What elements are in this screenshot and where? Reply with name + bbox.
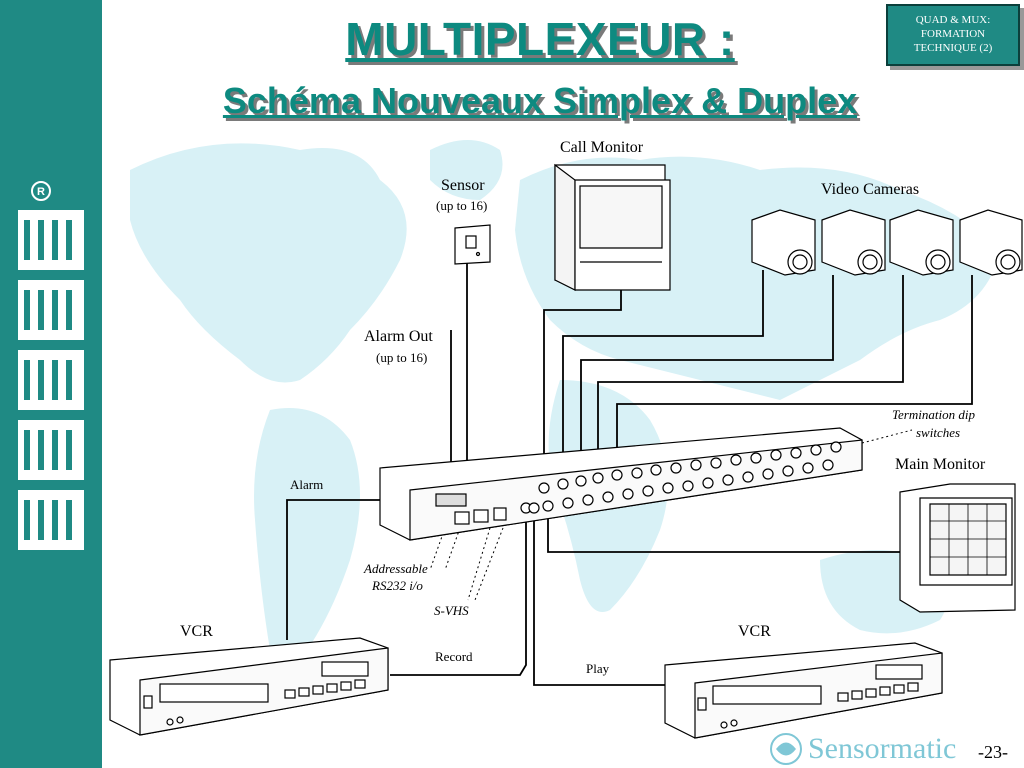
vcr-left-label: VCR — [180, 623, 213, 640]
slide-title: MULTIPLEXEUR : — [345, 13, 735, 65]
call-monitor — [554, 163, 671, 291]
addressable-label-1: Addressable — [364, 561, 428, 576]
sensormatic-logo-icon — [770, 733, 802, 765]
footer-brand: Sensormatic — [808, 732, 957, 765]
termination-label-1: Termination dip — [892, 407, 975, 422]
registered-mark-icon: R — [31, 181, 51, 201]
svg-text:R: R — [37, 186, 45, 198]
badge-line: QUAD & MUX: — [915, 14, 991, 26]
record-label: Record — [435, 649, 473, 664]
world-map — [130, 140, 1000, 673]
alarm-out-qty-label: (up to 16) — [376, 350, 428, 365]
badge-line: FORMATION — [920, 28, 986, 40]
vcr-right-label: VCR — [738, 623, 771, 640]
badge-line: TECHNIQUE (2) — [913, 42, 993, 54]
video-cameras-label: Video Cameras — [821, 181, 920, 198]
main-monitor-label: Main Monitor — [895, 456, 986, 473]
sensor-device — [454, 224, 491, 265]
vcr-right — [664, 642, 943, 739]
alarm-out-label: Alarm Out — [364, 328, 433, 345]
multiplexer-unit — [379, 427, 863, 541]
sensor-qty-label: (up to 16) — [436, 198, 488, 213]
robot-logo — [18, 210, 84, 550]
vcr-left — [109, 637, 389, 736]
page-number: -23- — [978, 742, 1008, 762]
svhs-label: S-VHS — [434, 603, 469, 618]
slide-subtitle: Schéma Nouveaux Simplex & Duplex — [222, 80, 858, 121]
course-badge: QUAD & MUX: FORMATION TECHNIQUE (2) — [886, 4, 1020, 66]
termination-label-2: switches — [916, 425, 961, 440]
video-cameras — [751, 209, 1023, 276]
call-monitor-label: Call Monitor — [560, 139, 644, 156]
sensor-label: Sensor — [441, 177, 485, 194]
play-label: Play — [586, 661, 610, 676]
addressable-label-2: RS232 i/o — [372, 578, 423, 593]
alarm-label: Alarm — [290, 477, 324, 492]
main-monitor — [899, 483, 1016, 613]
